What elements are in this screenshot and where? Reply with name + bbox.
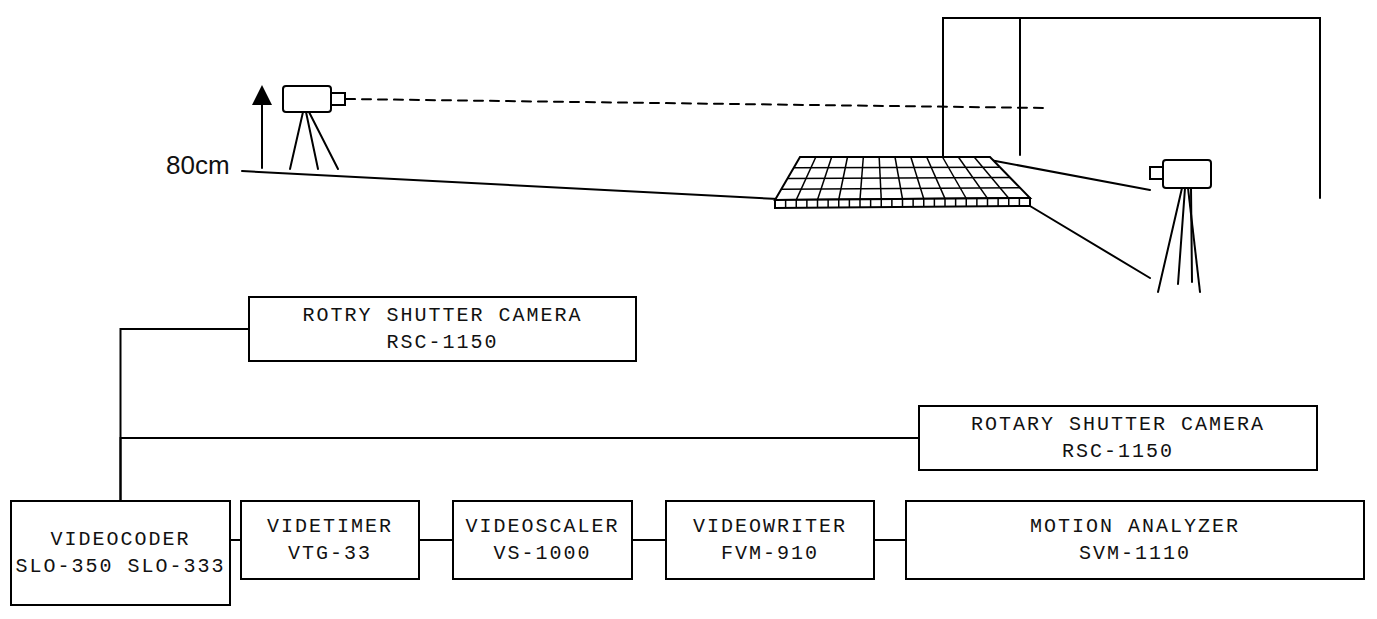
platform-grid <box>796 157 816 200</box>
tripod-leg <box>1188 188 1200 292</box>
wall-divider <box>1019 18 1021 155</box>
model-number: SVM-1110 <box>1079 540 1191 567</box>
model-number: RSC-1150 <box>386 329 498 356</box>
device-box: VIDEOWRITERFVM-910 <box>665 500 875 580</box>
dimension-label: 80cm <box>166 150 230 180</box>
platform-side <box>775 198 1030 208</box>
platform-tick <box>997 198 999 206</box>
platform-grid <box>879 157 881 199</box>
device-name: ROTRY SHUTTER CAMERA <box>302 302 582 329</box>
platform-tick <box>955 199 957 207</box>
platform-tick <box>881 199 883 207</box>
platform-tick <box>838 200 840 208</box>
height-arrow <box>261 95 263 168</box>
platform-tick <box>912 199 914 207</box>
camera-body <box>283 86 331 112</box>
signal-cable <box>875 539 905 541</box>
platform-grid <box>818 157 832 200</box>
device-name: VIDEOCODER <box>50 526 190 553</box>
platform-tick <box>827 200 829 208</box>
camera-lens <box>1150 167 1163 179</box>
sight-line <box>346 99 1045 108</box>
device-name: MOTION ANALYZER <box>1030 513 1240 540</box>
platform-tick <box>870 199 872 207</box>
signal-cable <box>121 438 919 500</box>
platform-tick <box>987 198 989 206</box>
floor-edge <box>1030 206 1150 278</box>
signal-cable <box>121 329 249 500</box>
platform-grid <box>911 157 924 199</box>
platform-tick <box>796 200 798 208</box>
platform-tick <box>923 199 925 207</box>
tripod-leg <box>1178 188 1185 284</box>
model-number: VS-1000 <box>493 540 591 567</box>
device-name: ROTARY SHUTTER CAMERA <box>971 411 1265 438</box>
device-name: VIDEOSCALER <box>465 513 619 540</box>
signal-cable <box>420 539 452 541</box>
platform-tick <box>934 199 936 207</box>
platform-tick <box>966 199 968 207</box>
tripod-leg <box>290 112 303 169</box>
signal-cable <box>231 539 240 541</box>
device-box: VIDETIMERVTG-33 <box>240 500 420 580</box>
platform-grid <box>927 157 945 199</box>
platform-tick <box>817 200 819 208</box>
platform-tick <box>891 199 893 207</box>
platform-grid <box>895 157 903 199</box>
model-number: VTG-33 <box>288 540 372 567</box>
model-number: SLO-350 SLO-333 <box>15 553 225 580</box>
platform-tick <box>976 198 978 206</box>
platform-tick <box>859 199 861 207</box>
walkway-platform <box>775 157 1030 208</box>
model-number: FVM-910 <box>721 540 819 567</box>
platform-grid <box>860 157 863 199</box>
camera-lens <box>331 93 345 105</box>
platform-grid <box>974 157 1009 198</box>
device-box: VIDEOSCALERVS-1000 <box>452 500 633 580</box>
platform-tick <box>1008 198 1010 206</box>
device-name: VIDEOWRITER <box>693 513 847 540</box>
device-name: VIDETIMER <box>267 513 393 540</box>
tripod-leg <box>306 112 318 169</box>
platform-grid <box>958 157 987 198</box>
platform-tick <box>1019 198 1021 206</box>
ground-line <box>242 171 778 199</box>
device-box: VIDEOCODERSLO-350 SLO-333 <box>10 500 231 606</box>
platform-grid <box>839 157 848 200</box>
device-box: MOTION ANALYZERSVM-1110 <box>905 500 1365 580</box>
platform-top <box>775 157 1030 200</box>
platform-tick <box>849 199 851 207</box>
camera-body <box>1163 160 1211 188</box>
platform-tick <box>944 199 946 207</box>
device-box: ROTARY SHUTTER CAMERARSC-1150 <box>918 405 1318 471</box>
tripod-leg <box>309 112 338 169</box>
device-box: ROTRY SHUTTER CAMERARSC-1150 <box>248 296 637 362</box>
tripod-leg <box>1191 188 1192 282</box>
platform-tick <box>902 199 904 207</box>
signal-cable <box>633 539 665 541</box>
model-number: RSC-1150 <box>1062 438 1174 465</box>
platform-tick <box>785 200 787 208</box>
platform-tick <box>806 200 808 208</box>
